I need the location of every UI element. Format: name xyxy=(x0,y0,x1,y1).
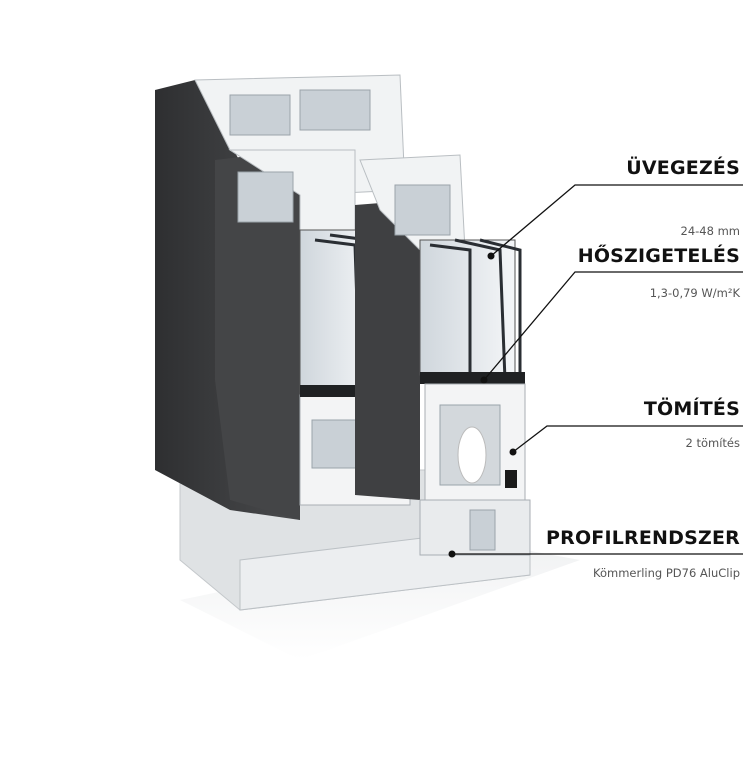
callout-title-insulation: HŐSZIGETELÉS xyxy=(577,245,740,267)
callout-title-seal: TÖMÍTÉS xyxy=(643,398,740,420)
leader-insulation xyxy=(483,271,743,381)
callout-detail-glazing: 24-48 mm xyxy=(680,224,740,238)
leader-dots xyxy=(448,252,517,558)
leader-lines xyxy=(452,184,743,555)
leader-seal xyxy=(512,425,743,453)
window-illustration xyxy=(155,74,580,660)
callout-detail-insulation: 1,3-0,79 W/m²K xyxy=(649,286,740,300)
callout-title-profile: PROFILRENDSZER xyxy=(545,527,740,549)
callout-detail-profile: Kömmerling PD76 AluClip xyxy=(593,566,740,580)
leader-glazing xyxy=(490,184,743,257)
callout-title-glazing: ÜVEGEZÉS xyxy=(626,157,740,179)
callout-detail-seal: 2 tömítés xyxy=(685,436,741,450)
